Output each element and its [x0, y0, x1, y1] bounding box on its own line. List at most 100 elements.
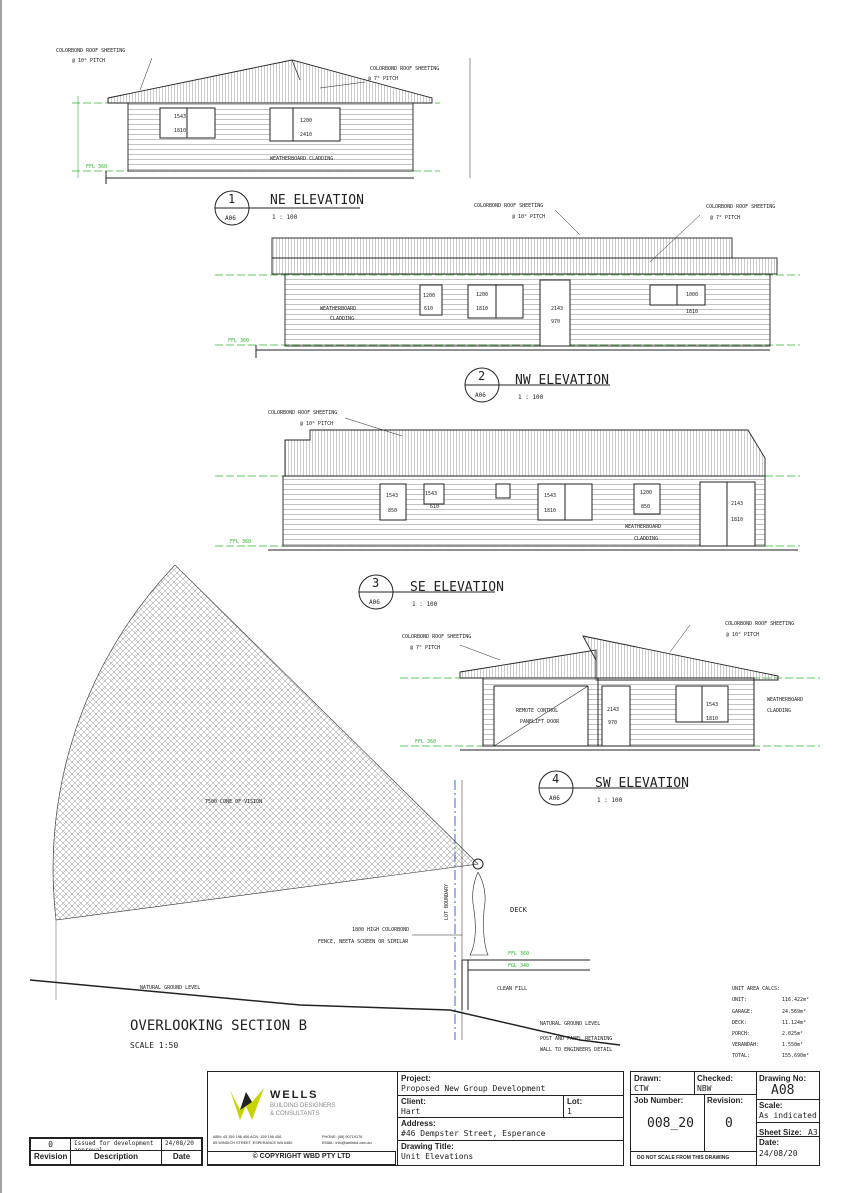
- section-title: OVERLOOKING SECTION B: [130, 1018, 307, 1034]
- date-header: Date: [161, 1150, 202, 1165]
- ne-note-roof7: COLORBOND ROOF SHEETING: [370, 66, 439, 72]
- se-window-4-w: 850: [641, 504, 650, 510]
- company-email: EMAIL: info@wellsbd.com.au: [322, 1141, 372, 1145]
- area-label: DECK:: [732, 1020, 747, 1026]
- area-value: 24.569m²: [782, 1009, 806, 1015]
- sw-note-panelift: PANELIFT DOOR: [520, 719, 560, 725]
- sw-note-cladding: CLADDING: [767, 708, 791, 714]
- nw-elevation: COLORBOND ROOF SHEETING @ 10° PITCH COLO…: [215, 203, 800, 403]
- nw-note-roof7: COLORBOND ROOF SHEETING: [706, 204, 775, 210]
- sw-ffl: FFL 360: [415, 739, 436, 745]
- se-note-weatherboard: WEATHERBOARD: [625, 524, 661, 530]
- ne-note-cladding: WEATHERBOARD CLADDING: [270, 156, 333, 162]
- section-clean-fill: CLEAN FILL: [497, 986, 527, 992]
- sw-note-roof10: COLORBOND ROOF SHEETING: [725, 621, 794, 627]
- ne-note-roof10: COLORBOND ROOF SHEETING: [56, 48, 125, 54]
- se-elevation: COLORBOND ROOF SHEETING @ 10° PITCH WEAT…: [215, 410, 800, 610]
- nw-note-roof10-pitch: @ 10° PITCH: [512, 214, 545, 220]
- copyright: © COPYRIGHT WBD PTY LTD: [207, 1151, 396, 1165]
- sheet-size-label: Sheet Size:: [759, 1128, 802, 1137]
- date-value: 24/08/20: [759, 1149, 798, 1158]
- area-calcs: UNIT AREA CALCS: UNIT: 116.422m² GARAGE:…: [732, 986, 809, 1059]
- company-abn: ABN: 43 159 196 406 ACN: 159 196 406: [213, 1135, 282, 1139]
- address-label: Address:: [401, 1119, 436, 1128]
- se-window-1-w: 850: [388, 508, 397, 514]
- section-retaining: POST AND PANEL RETAINING: [540, 1036, 612, 1042]
- nw-note-weatherboard: WEATHERBOARD: [320, 306, 356, 312]
- ne-number: 1: [228, 192, 235, 206]
- nw-window-4-w: 1810: [686, 309, 698, 315]
- se-door-w: 1810: [731, 517, 743, 523]
- sw-note-roof7-pitch: @ 7° PITCH: [410, 645, 440, 651]
- section-ffl: FFL 360: [508, 951, 529, 957]
- revision-header: Revision: [30, 1150, 71, 1165]
- sheet-block: Drawn: CTW Checked: NBW Drawing No: A08 …: [630, 1071, 820, 1166]
- scale-label: Scale:: [759, 1101, 783, 1110]
- ne-window-1-w: 1810: [174, 128, 186, 134]
- section-fgl: FGL 340: [508, 963, 529, 969]
- area-value: 1.550m²: [782, 1042, 803, 1048]
- section-ngl-left: NATURAL GROUND LEVEL: [140, 985, 200, 991]
- se-window-4-h: 1200: [640, 490, 652, 496]
- section-scale: SCALE 1:50: [130, 1041, 178, 1050]
- nw-note-roof7-pitch: @ 7° PITCH: [710, 215, 740, 221]
- nw-window-1-w: 610: [424, 306, 433, 312]
- se-note-cladding: CLADDING: [634, 536, 658, 542]
- date-label: Date:: [759, 1138, 780, 1147]
- nw-number: 2: [478, 369, 485, 383]
- section-ngl-right: NATURAL GROUND LEVEL: [540, 1021, 600, 1027]
- drawing-title-value: Unit Elevations: [401, 1152, 474, 1161]
- job-number-label: Job Number:: [634, 1096, 684, 1105]
- se-scale: 1 : 100: [412, 601, 438, 608]
- se-window-1-h: 1543: [386, 493, 398, 499]
- drawing-no-label: Drawing No:: [759, 1074, 807, 1083]
- section-fence: 1800 HIGH COLORBOND: [352, 927, 409, 933]
- nw-window-2-h: 1200: [476, 292, 488, 298]
- nw-window-2-w: 1810: [476, 306, 488, 312]
- nw-window-4-h: 1000: [686, 292, 698, 298]
- area-label: VERANDAH:: [732, 1042, 759, 1048]
- sw-window-h: 1543: [706, 702, 718, 708]
- project-value: Proposed New Group Development: [401, 1084, 546, 1093]
- drawn-label: Drawn:: [634, 1074, 662, 1083]
- ne-note-roof10-pitch: @ 10° PITCH: [72, 58, 105, 64]
- sw-elevation: COLORBOND ROOF SHEETING @ 7° PITCH COLOR…: [400, 621, 820, 806]
- sw-door-h: 2143: [607, 707, 619, 713]
- wells-logo-icon: [230, 1088, 266, 1122]
- ne-note-roof7-pitch: @ 7° PITCH: [368, 76, 398, 82]
- company-address: 65 WINDICH STREET, ESPERANCE WA 6450: [213, 1141, 293, 1145]
- lot-value: 1: [567, 1107, 572, 1116]
- sheet-size-value: A3: [808, 1128, 818, 1137]
- project-block: Project: Proposed New Group Development …: [397, 1071, 624, 1166]
- se-door-h: 2143: [731, 501, 743, 507]
- nw-note-cladding: CLADDING: [330, 316, 354, 322]
- se-window-3-h: 1543: [544, 493, 556, 499]
- nw-sheet: A06: [475, 392, 486, 399]
- client-value: Hart: [401, 1107, 421, 1116]
- se-number: 3: [372, 576, 379, 590]
- se-window-3-w: 1810: [544, 508, 556, 514]
- se-title: SE ELEVATION: [410, 580, 504, 595]
- area-value: 155.690m²: [782, 1053, 809, 1059]
- sw-note-weatherboard: WEATHERBOARD: [767, 697, 803, 703]
- project-label: Project:: [401, 1074, 431, 1083]
- address-value: #46 Dempster Street, Esperance: [401, 1129, 546, 1138]
- scale-warning: DO NOT SCALE FROM THIS DRAWING: [637, 1155, 730, 1161]
- section-fence-detail: FENCE, NEETA SCREEN OR SIMILAR: [318, 939, 409, 945]
- area-value: 116.422m²: [782, 997, 809, 1003]
- area-label: TOTAL:: [732, 1053, 750, 1059]
- sw-window-w: 1810: [706, 716, 718, 722]
- ne-window-2-h: 1200: [300, 118, 312, 124]
- client-label: Client:: [401, 1097, 426, 1106]
- ne-scale: 1 : 100: [272, 214, 298, 221]
- area-label: UNIT:: [732, 997, 747, 1003]
- sw-number: 4: [552, 772, 559, 786]
- ne-window-1-h: 1543: [174, 114, 186, 120]
- description-header: Description: [70, 1150, 162, 1165]
- sw-note-roof10-pitch: @ 10° PITCH: [726, 632, 759, 638]
- nw-note-roof10: COLORBOND ROOF SHEETING: [474, 203, 543, 209]
- nw-window-1-h: 1200: [423, 293, 435, 299]
- drawing-title-label: Drawing Title:: [401, 1142, 454, 1151]
- area-value: 11.124m²: [782, 1020, 806, 1026]
